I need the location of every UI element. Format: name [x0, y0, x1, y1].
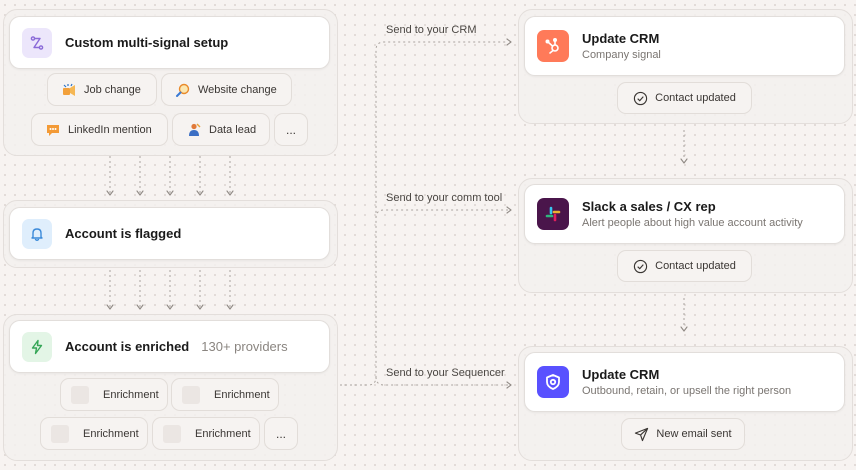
- chip-label: Data lead: [209, 123, 257, 136]
- chip-enrichment[interactable]: Enrichment: [60, 378, 168, 411]
- slack-icon: [537, 198, 569, 230]
- enrichment-placeholder-icon: [51, 424, 69, 443]
- check-circle-icon: [633, 91, 648, 105]
- check-circle-icon: [633, 259, 648, 273]
- slack-rep-title: Slack a sales / CX rep: [582, 199, 716, 214]
- contact-updated-pill[interactable]: Contact updated: [617, 250, 752, 282]
- update-crm-sequencer-card[interactable]: Update CRM Outbound, retain, or upsell t…: [524, 352, 845, 412]
- chip-job-change[interactable]: Job change: [47, 73, 157, 106]
- chip-label: LinkedIn mention: [68, 123, 152, 136]
- lightning-icon: [22, 331, 52, 362]
- enrichment-placeholder-icon: [163, 424, 181, 443]
- chip-label: Enrichment: [214, 388, 270, 401]
- chip-linkedin-mention[interactable]: LinkedIn mention: [31, 113, 168, 146]
- update-crm-title: Update CRM: [582, 31, 660, 46]
- pill-label: New email sent: [656, 428, 732, 440]
- chip-label: Job change: [84, 83, 141, 96]
- chip-data-lead[interactable]: Data lead: [172, 113, 270, 146]
- chip-label: Enrichment: [83, 427, 139, 440]
- signal-icon: [22, 27, 52, 58]
- chip-enrichment[interactable]: Enrichment: [40, 417, 148, 450]
- signal-setup-title: Custom multi-signal setup: [65, 35, 229, 50]
- enrichment-placeholder-icon: [71, 385, 89, 404]
- edge-label-comm-tool: Send to your comm tool: [386, 192, 503, 204]
- signal-setup-card[interactable]: Custom multi-signal setup: [9, 16, 330, 69]
- new-email-sent-pill[interactable]: New email sent: [621, 418, 745, 450]
- chip-label: Enrichment: [195, 427, 251, 440]
- account-enriched-title: Account is enriched: [65, 339, 190, 354]
- chip-more[interactable]: ...: [274, 113, 308, 146]
- magnifier-icon: [174, 81, 192, 99]
- edge-label-sequencer: Send to your Sequencer: [386, 367, 505, 379]
- chip-enrichment[interactable]: Enrichment: [152, 417, 260, 450]
- hubspot-icon: [537, 30, 569, 62]
- account-flagged-title: Account is flagged: [65, 226, 182, 241]
- send-icon: [635, 427, 649, 441]
- chip-website-change[interactable]: Website change: [161, 73, 292, 106]
- person-icon: [185, 121, 203, 139]
- pill-label: Contact updated: [655, 92, 736, 104]
- account-flagged-card[interactable]: Account is flagged: [9, 207, 330, 260]
- contact-updated-pill[interactable]: Contact updated: [617, 82, 752, 114]
- more-label: ...: [275, 426, 286, 441]
- enrichment-placeholder-icon: [182, 385, 200, 404]
- outreach-icon: [537, 366, 569, 398]
- providers-count: 130+ providers: [201, 339, 288, 354]
- slack-rep-subtitle: Alert people about high value account ac…: [582, 217, 803, 229]
- megaphone-icon: [60, 81, 78, 99]
- edge-label-crm: Send to your CRM: [386, 24, 477, 36]
- account-enriched-card[interactable]: Account is enriched 130+ providers: [9, 320, 330, 373]
- chip-label: Website change: [198, 83, 277, 96]
- bell-icon: [22, 218, 52, 249]
- slack-rep-card[interactable]: Slack a sales / CX rep Alert people abou…: [524, 184, 845, 244]
- update-crm-subtitle: Company signal: [582, 49, 661, 61]
- chip-more[interactable]: ...: [264, 417, 298, 450]
- chip-label: Enrichment: [103, 388, 159, 401]
- update-crm-card[interactable]: Update CRM Company signal: [524, 16, 845, 76]
- more-label: ...: [285, 122, 296, 137]
- chip-enrichment[interactable]: Enrichment: [171, 378, 279, 411]
- update-crm-sequencer-subtitle: Outbound, retain, or upsell the right pe…: [582, 385, 792, 397]
- update-crm-sequencer-title: Update CRM: [582, 367, 660, 382]
- pill-label: Contact updated: [655, 260, 736, 272]
- speech-bubble-icon: [44, 121, 62, 139]
